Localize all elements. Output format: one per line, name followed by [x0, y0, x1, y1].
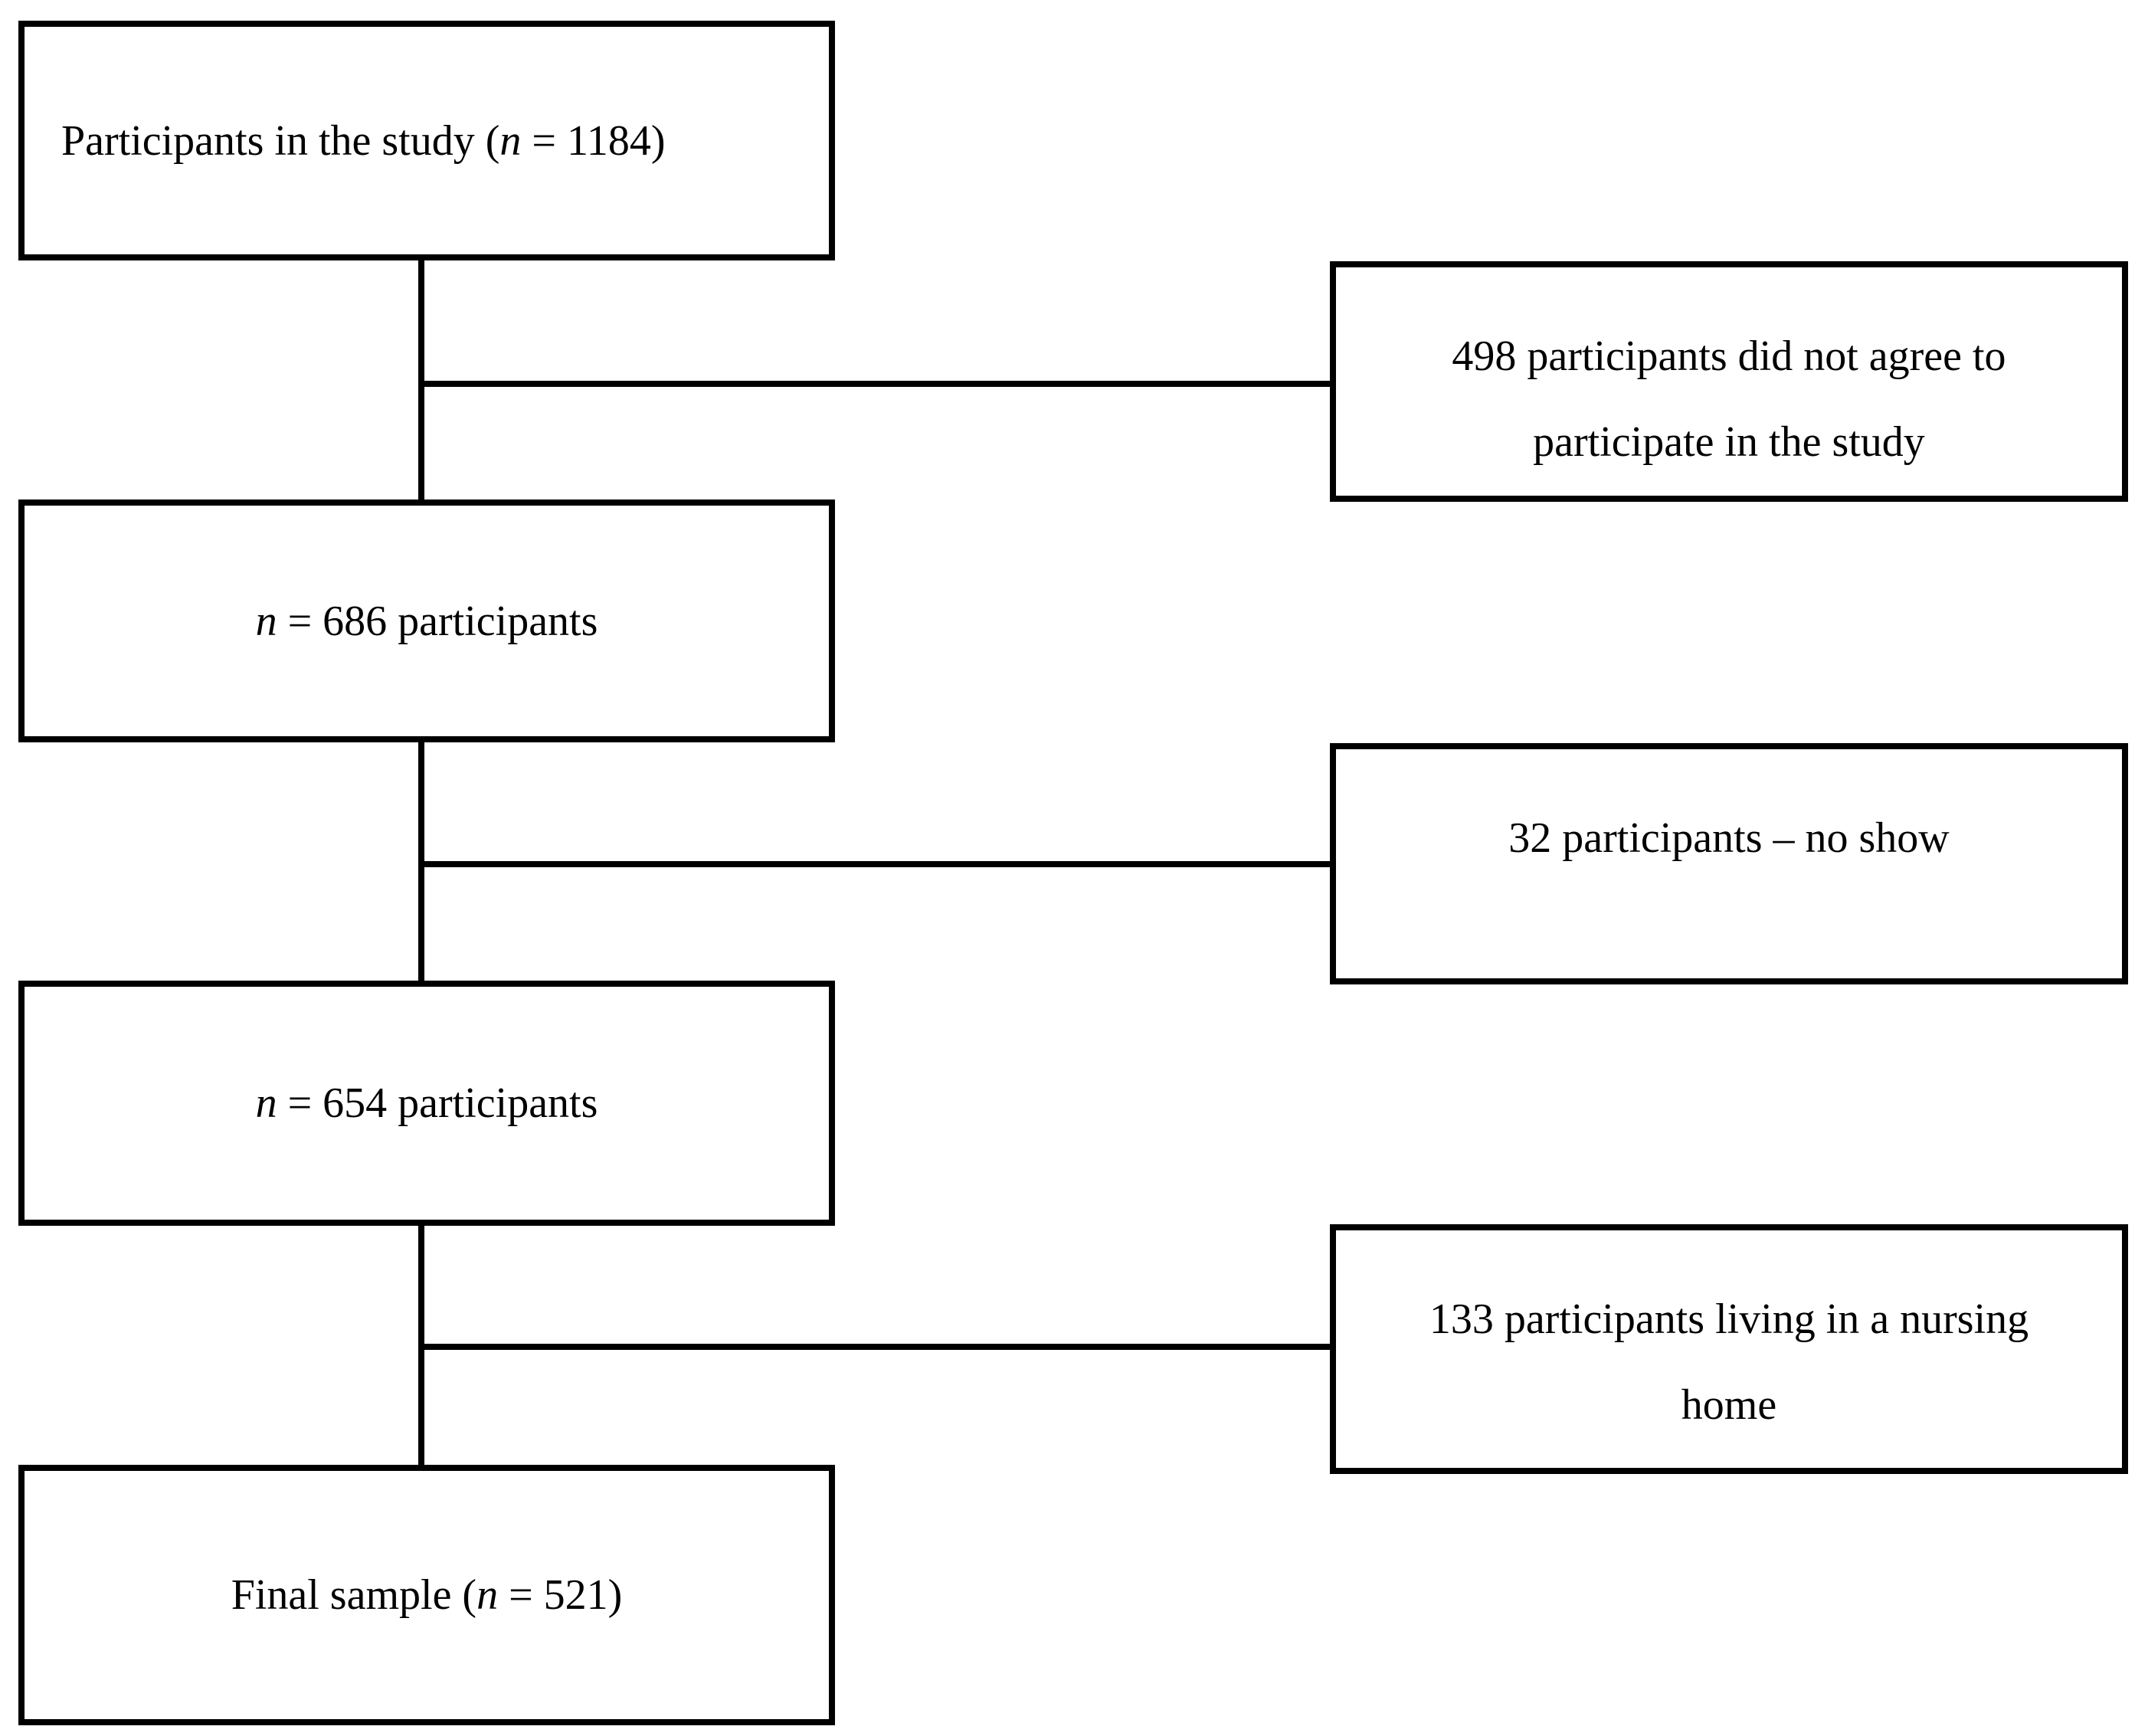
box-final-sample-label: Final sample (n = 521) — [231, 1552, 623, 1638]
box-after-consent-label: n = 686 participants — [256, 578, 598, 664]
box-after-consent: n = 686 participants — [18, 500, 835, 742]
box-excluded-no-consent: 498 participants did not agree to partic… — [1330, 261, 2128, 502]
label-text-post: = 686 participants — [277, 597, 598, 645]
box-final-sample: Final sample (n = 521) — [18, 1465, 835, 1725]
connector-horizontal-excluded-nursing-home — [418, 1344, 1331, 1350]
excluded-no-consent-line2: participate in the study — [1533, 418, 1925, 466]
box-study-participants: Participants in the study (n = 1184) — [18, 21, 835, 260]
label-text-pre: Participants in the study ( — [61, 116, 500, 165]
label-text-post: = 654 participants — [277, 1079, 598, 1127]
box-after-no-show-label: n = 654 participants — [256, 1060, 598, 1146]
connector-horizontal-excluded-no-show — [418, 861, 1331, 867]
box-study-participants-label: Participants in the study (n = 1184) — [61, 98, 666, 184]
n-symbol: n — [255, 1079, 277, 1127]
n-symbol: n — [499, 116, 522, 165]
n-symbol: n — [255, 597, 277, 645]
box-excluded-no-show: 32 participants – no show — [1330, 743, 2128, 984]
label-text-post: = 521) — [498, 1571, 623, 1619]
label-text-post: = 1184) — [521, 116, 666, 165]
connector-horizontal-excluded-no-consent — [418, 381, 1331, 387]
box-after-no-show: n = 654 participants — [18, 981, 835, 1226]
box-excluded-nursing-home: 133 participants living in a nursing hom… — [1330, 1224, 2128, 1474]
excluded-nursing-home-line1: 133 participants living in a nursing — [1429, 1295, 2029, 1343]
n-symbol: n — [476, 1571, 499, 1619]
excluded-nursing-home-line2: home — [1681, 1381, 1777, 1429]
label-text-pre: Final sample ( — [231, 1571, 477, 1619]
excluded-no-consent-line1: 498 participants did not agree to — [1452, 332, 2006, 380]
excluded-no-show-line1: 32 participants – no show — [1508, 814, 1950, 862]
